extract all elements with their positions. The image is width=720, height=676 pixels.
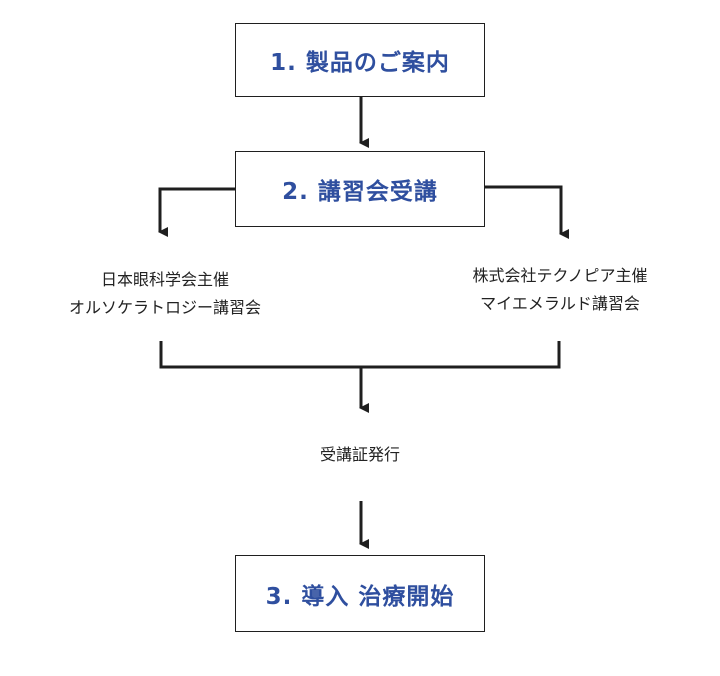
step1-label: 1. 製品のご案内	[270, 50, 450, 76]
step3-label: 3. 導入 治療開始	[265, 583, 455, 610]
right-course-line1: 株式会社テクノピア主催	[472, 266, 648, 285]
left-course-line1: 日本眼科学会主催	[100, 270, 229, 289]
left-course-line2: オルソケラトロジー講習会	[68, 298, 261, 317]
step2-label: 2. 講習会受講	[282, 179, 438, 205]
merge-bracket	[159, 341, 561, 369]
right-course-label: 株式会社テクノピア主催 マイエメラルド講習会	[425, 262, 695, 318]
certificate-label: 受講証発行	[319, 445, 400, 464]
left-course-label: 日本眼科学会主催 オルソケラトロジー講習会	[30, 266, 300, 322]
arrow-step2-to-right-course	[485, 185, 569, 239]
step1-box: 1. 製品のご案内	[235, 23, 485, 97]
step3-box: 3. 導入 治療開始	[235, 555, 485, 632]
right-course-line2: マイエメラルド講習会	[480, 294, 640, 313]
arrow-step2-to-left-course	[158, 187, 235, 237]
step2-box: 2. 講習会受講	[235, 151, 485, 227]
